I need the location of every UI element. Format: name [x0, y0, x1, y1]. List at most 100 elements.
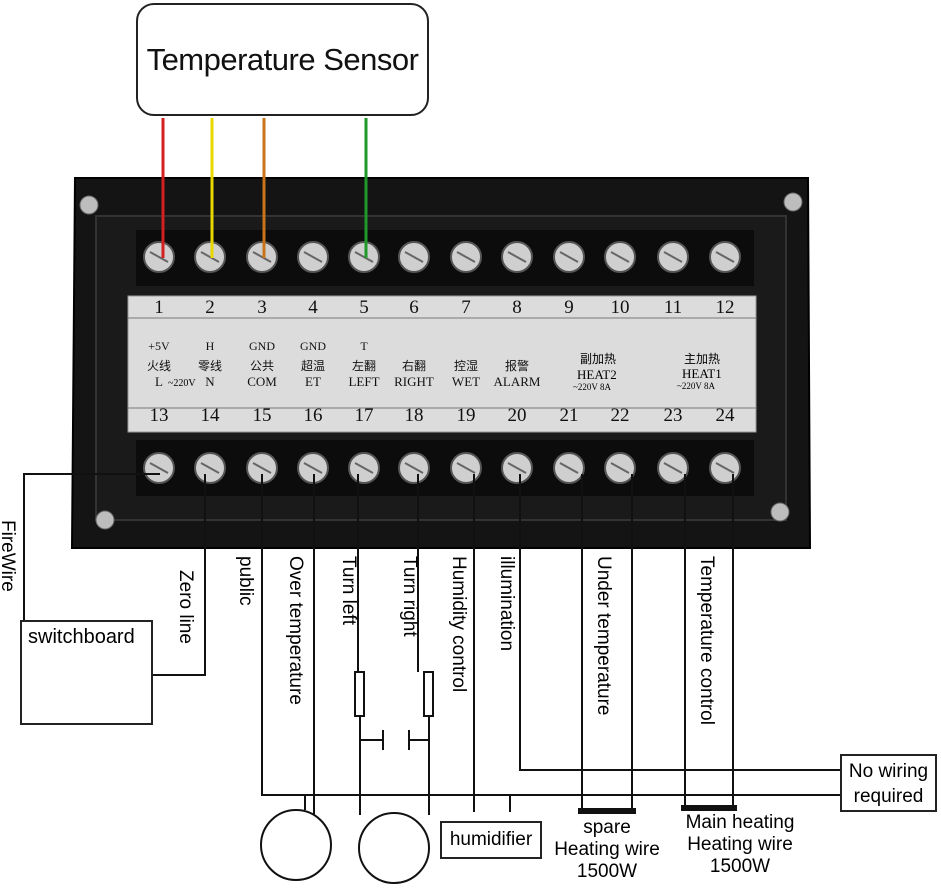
terminal-cn-label: 公共: [249, 359, 274, 373]
screw: [770, 502, 790, 522]
main-heater-text: Main heating Heating wire 1500W: [676, 812, 804, 878]
label-turn-right: Turn right: [399, 556, 420, 637]
switchboard-box: switchboard: [20, 620, 153, 725]
terminal-mark: T: [360, 339, 368, 353]
terminal-number: 9: [564, 297, 574, 318]
terminal-number: 14: [200, 405, 220, 426]
no-wiring-line-2: required: [853, 786, 924, 807]
terminal-number: 4: [308, 297, 318, 318]
humidifier-box: humidifier: [440, 821, 542, 859]
screw-slot: [252, 251, 272, 263]
screw: [79, 195, 99, 215]
terminal-mark: GND: [249, 339, 275, 353]
top-terminal-screws: [143, 241, 741, 273]
label-plate: [127, 295, 757, 433]
label-public: public: [235, 556, 256, 606]
main-heater-line-2: Heating wire: [687, 834, 793, 855]
terminal-cn-label: 左翻: [351, 359, 376, 373]
terminal-number: 2: [205, 297, 215, 318]
screw-slot: [303, 462, 323, 474]
terminal-en-label: ET: [305, 374, 321, 389]
spare-heater-element: [578, 808, 636, 814]
screw-slot: [610, 462, 630, 474]
screw-slot: [456, 462, 476, 474]
heat2-en: HEAT2: [577, 367, 617, 382]
terminal-cn-label: 超温: [300, 359, 325, 373]
temperature-sensor-box: Temperature Sensor: [136, 3, 429, 116]
terminal-number: 18: [404, 405, 424, 426]
screw-slot: [149, 462, 169, 474]
terminal-number: 19: [456, 405, 476, 426]
no-wiring-box: No wiring required: [840, 754, 937, 812]
heat2-cn: 副加热: [580, 352, 617, 366]
heat1-cn: 主加热: [684, 352, 721, 366]
heat1-en: HEAT1: [682, 366, 722, 381]
spare-heater-line-3: 1500W: [576, 861, 638, 882]
terminal-cn-label: 报警: [504, 359, 529, 373]
terminal-number: 11: [663, 297, 683, 318]
switchboard-label: switchboard: [28, 626, 135, 648]
screw-slot: [507, 462, 527, 474]
no-wiring-line-1: No wiring: [848, 761, 929, 782]
screw-slot: [404, 251, 424, 263]
terminal-mark: +5V: [148, 339, 170, 353]
terminal-number: 23: [663, 405, 683, 426]
terminal-en-label: RIGHT: [394, 374, 434, 389]
label-under-temperature: Under temperature: [593, 556, 614, 716]
screw-slot: [456, 251, 476, 263]
label-zero-line: Zero line: [175, 570, 196, 644]
screw-slot: [663, 462, 683, 474]
heat1-rating: ~220V 8A: [677, 381, 715, 391]
terminal-number: 6: [409, 297, 419, 318]
label-illumination: illumination: [496, 556, 517, 652]
load-wires: [23, 473, 840, 815]
terminal-number: 22: [610, 405, 630, 426]
screw-slot: [200, 251, 220, 263]
terminal-en-label: COM: [247, 374, 277, 389]
screw-slot: [252, 462, 272, 474]
screw-slot: [559, 251, 579, 263]
label-firewire: FireWire: [0, 520, 18, 592]
top-terminal-strip: [136, 230, 754, 286]
terminal-number: 5: [359, 297, 369, 318]
humidifier-label: humidifier: [449, 829, 533, 850]
label-turn-left: Turn left: [338, 556, 359, 625]
terminal-cn-label: 右翻: [401, 359, 426, 373]
supply-note: ~220V: [168, 378, 196, 389]
terminal-cn-label: 控湿: [453, 359, 478, 373]
bottom-terminal-strip: [136, 440, 754, 496]
heat2-rating: ~220V 8A: [573, 382, 611, 392]
terminal-number: 13: [149, 405, 169, 426]
terminal-en-label: LEFT: [348, 374, 380, 389]
screw-slot: [354, 462, 374, 474]
terminal-number: 10: [610, 297, 630, 318]
screw-slot: [200, 462, 220, 474]
screw-slot: [559, 462, 579, 474]
terminal-number: 12: [715, 297, 735, 318]
label-over-temperature: Over temperature: [285, 556, 306, 705]
main-heater-line-1: Main heating: [685, 812, 795, 833]
screw-slot: [610, 251, 630, 263]
terminal-en-label: ALARM: [493, 374, 541, 389]
terminal-number: 15: [252, 405, 272, 426]
label-temperature-control: Temperature control: [696, 556, 717, 725]
terminal-cn-label: 火线: [146, 359, 171, 373]
motor-right-circle: [358, 812, 430, 884]
terminal-number: 1: [154, 297, 164, 318]
screw: [783, 192, 803, 212]
screw: [95, 510, 115, 530]
terminal-en-label: N: [205, 374, 215, 389]
terminal-en-label: WET: [451, 374, 481, 389]
spare-heater-text: spare Heating wire 1500W: [545, 817, 669, 883]
motor-left-circle: [260, 809, 332, 881]
screw-slot: [149, 251, 169, 263]
terminal-number: 24: [715, 405, 735, 426]
screw-slot: [715, 251, 735, 263]
terminal-number: 21: [559, 405, 579, 426]
terminal-cn-label: 零线: [197, 359, 222, 373]
screw-slot: [354, 251, 374, 263]
terminal-number: 7: [461, 297, 471, 318]
terminal-en-label: L: [155, 374, 163, 389]
screw-slot: [404, 462, 424, 474]
